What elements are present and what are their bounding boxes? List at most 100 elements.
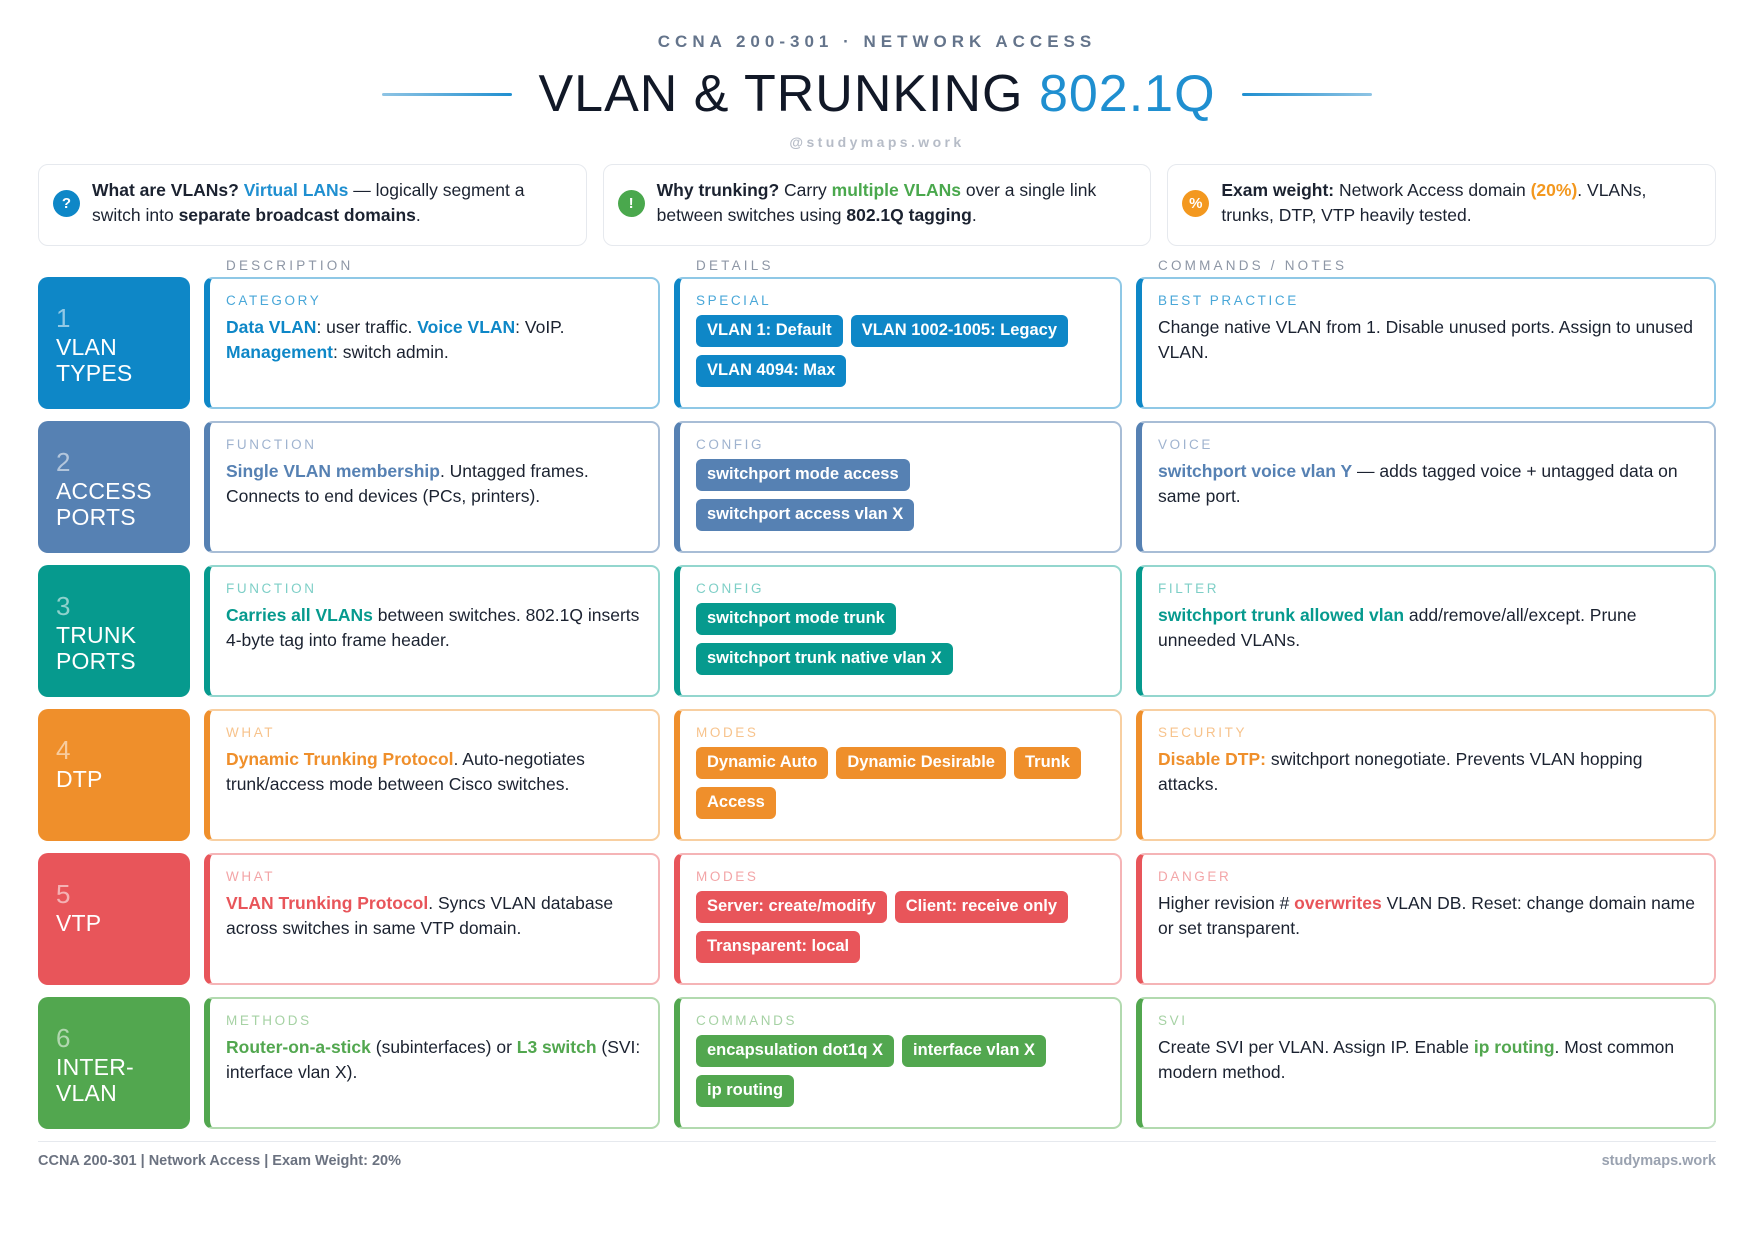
text-run: : switch admin. <box>332 342 449 363</box>
page-title-main: VLAN & TRUNKING <box>538 65 1039 123</box>
command-chip[interactable]: Trunk <box>1013 747 1081 779</box>
chip-list: switchport mode trunk switchport trunk na… <box>696 603 1104 675</box>
text-run-bold: 802.1Q tagging <box>846 204 972 225</box>
text-run-accent: switchport voice vlan Y <box>1158 461 1353 481</box>
cell-text: Data VLAN: user traffic. Voice VLAN: VoI… <box>226 315 642 365</box>
text-run-accent: Dynamic Trunking Protocol <box>226 749 454 769</box>
cell-text: switchport trunk allowed vlan add/remove… <box>1158 603 1698 653</box>
text-run: : user traffic. <box>316 317 418 337</box>
command-chip[interactable]: Dynamic Desirable <box>836 747 1006 779</box>
footer-left-text: CCNA 200-301 | Network Access | Exam Wei… <box>38 1153 401 1169</box>
text-run: VLAN DB. Reset: change domain name or se… <box>1158 893 1695 939</box>
text-run-accent: L3 switch <box>516 1037 597 1057</box>
callout-card: !Why trunking? Carry multiple VLANs over… <box>602 164 1152 246</box>
cell-text: Carries all VLANs between switches. 802.… <box>226 603 642 653</box>
command-chip[interactable]: Access <box>696 786 776 819</box>
text-run: : VoIP. <box>515 317 565 337</box>
command-chip[interactable]: Server: create/modify <box>696 891 887 923</box>
footer-brand: studymaps.work <box>1601 1153 1716 1169</box>
question-mark-icon: ? <box>53 190 80 217</box>
command-chip[interactable]: Client: receive only <box>894 891 1069 923</box>
command-chip[interactable]: switchport access vlan X <box>696 498 915 531</box>
cell-label: SPECIAL <box>696 293 772 308</box>
row-number: 2 <box>56 447 71 477</box>
callout-text: What are VLANs? Virtual LANs — logically… <box>92 178 570 228</box>
title-rule-right <box>1241 92 1372 96</box>
command-chip[interactable]: interface vlan X <box>902 1035 1047 1067</box>
column-header-spacer <box>38 258 190 273</box>
command-chip[interactable]: VLAN 1: Default <box>696 315 843 347</box>
command-chip[interactable]: ip routing <box>696 1074 795 1107</box>
text-run-blue: Virtual LANs <box>243 180 349 200</box>
cell-label: DANGER <box>1158 869 1232 884</box>
row-number: 5 <box>56 879 71 909</box>
text-run: (SVI: interface vlan X). <box>226 1037 641 1083</box>
text-run-accent: Data VLAN <box>226 317 317 337</box>
cell-label: FUNCTION <box>226 581 317 596</box>
text-run-bold: separate broadcast domains <box>178 204 416 225</box>
header-title-row: VLAN & TRUNKING 802.1Q <box>38 64 1716 124</box>
text-run-accent: overwrites <box>1294 893 1382 913</box>
cell-text: Router-on-a-stick (subinterfaces) or L3 … <box>226 1035 642 1085</box>
command-chip[interactable]: encapsulation dot1q X <box>696 1035 895 1067</box>
text-run: over a single link between switches usin… <box>656 180 1097 225</box>
command-chip[interactable]: VLAN 1002-1005: Legacy <box>850 315 1069 347</box>
text-run: . <box>415 204 421 225</box>
column-header-row: DESCRIPTION DETAILS COMMANDS / NOTES <box>38 258 1716 273</box>
column-header-description: DESCRIPTION <box>226 258 354 273</box>
text-run-accent: Disable DTP: <box>1158 749 1266 769</box>
text-run: . Most common modern method. <box>1158 1037 1675 1083</box>
text-run-bold: Exam weight: <box>1221 180 1335 200</box>
text-run: Create SVI per VLAN. Assign IP. Enable <box>1158 1037 1474 1057</box>
command-chip[interactable]: switchport mode trunk <box>696 603 896 635</box>
cell-label: FILTER <box>1158 581 1220 596</box>
text-run-accent: VLAN Trunking Protocol <box>226 893 429 913</box>
notes-cell: VOICE switchport voice vlan Y — adds tagg… <box>1136 421 1716 553</box>
chip-list: switchport mode access switchport access … <box>696 459 1104 531</box>
callout-card: %Exam weight: Network Access domain (20%… <box>1167 164 1716 246</box>
page-title: VLAN & TRUNKING 802.1Q <box>538 64 1215 124</box>
text-run-bold: Why trunking? <box>656 180 785 200</box>
text-run-orange: (20%) <box>1530 180 1578 200</box>
callout-text: Exam weight: Network Access domain (20%)… <box>1221 178 1699 228</box>
command-chip[interactable]: switchport trunk native vlan X <box>696 642 953 675</box>
cell-label: VOICE <box>1158 437 1214 452</box>
row-name: DTP <box>56 766 103 792</box>
command-chip[interactable]: Transparent: local <box>696 930 861 963</box>
text-run: Network Access domain <box>1334 180 1531 200</box>
cell-label: COMMANDS <box>696 1013 798 1028</box>
cell-text: switchport voice vlan Y — adds tagged vo… <box>1158 459 1698 509</box>
text-run: add/remove/all/except. Prune unneeded VL… <box>1158 605 1637 651</box>
command-chip[interactable]: Dynamic Auto <box>696 747 829 779</box>
callout-card: ? What are VLANs? Virtual LANs — logicall… <box>38 164 587 246</box>
command-chip[interactable]: VLAN 4094: Max <box>696 354 847 387</box>
callout-text: Why trunking? Carry multiple VLANs over … <box>657 178 1135 228</box>
command-chip[interactable]: switchport mode access <box>696 459 910 491</box>
cell-label: CATEGORY <box>226 293 322 308</box>
text-run-accent: ip routing <box>1473 1037 1555 1057</box>
callout-list: ? What are VLANs? Virtual LANs — logicall… <box>38 164 1716 246</box>
text-run-green: multiple VLANs <box>831 180 961 200</box>
text-run-accent: Carries all VLANs <box>226 605 373 625</box>
row-number: 3 <box>56 591 71 621</box>
